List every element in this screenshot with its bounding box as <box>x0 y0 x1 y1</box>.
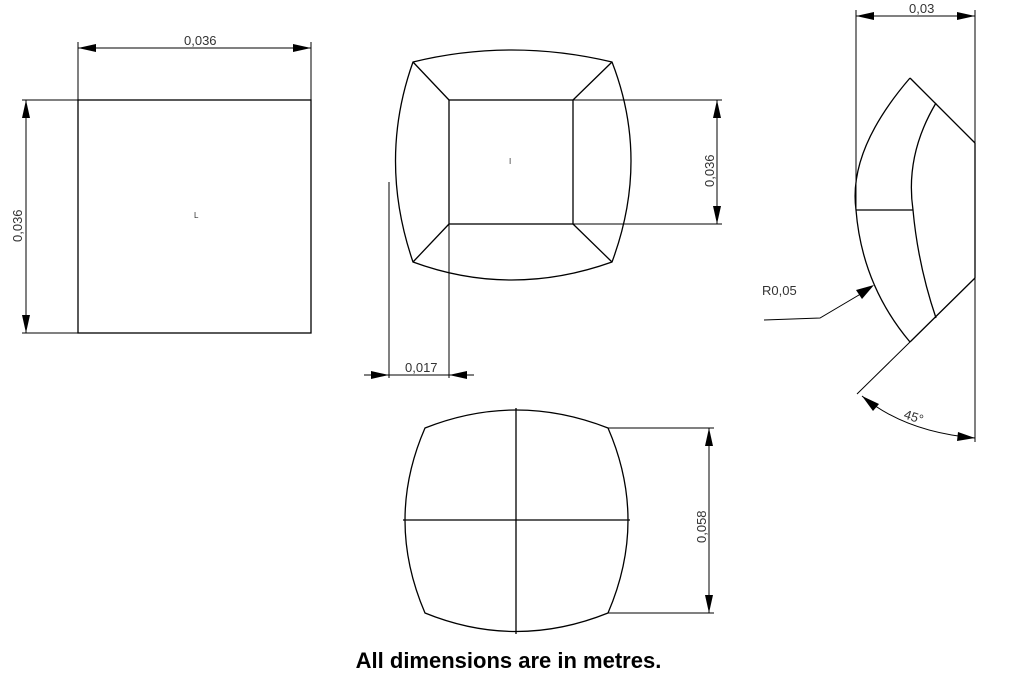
bottom-height-label: 0,058 <box>694 510 709 543</box>
top-offset-label: 0,017 <box>405 360 438 375</box>
angle-label: 45° <box>902 407 925 427</box>
top-height-label: 0,036 <box>702 154 717 187</box>
side-view: 0,03 R0,05 45° <box>762 1 976 442</box>
front-center-mark: L <box>194 211 199 220</box>
top-view: I 0,036 0,017 <box>364 49 722 379</box>
front-view: L 0,036 0,036 <box>10 33 312 334</box>
top-center-mark: I <box>509 157 511 166</box>
side-width-label: 0,03 <box>909 1 934 16</box>
front-height-label: 0,036 <box>10 209 25 242</box>
radius-leader <box>763 291 865 321</box>
bottom-view: 0,058 <box>403 408 714 634</box>
front-width-label: 0,036 <box>184 33 217 48</box>
side-inner-arc <box>910 102 937 319</box>
units-note: All dimensions are in metres. <box>355 648 662 673</box>
radius-label: R0,05 <box>762 283 797 298</box>
top-inner-square <box>448 99 574 225</box>
front-square <box>77 99 312 334</box>
